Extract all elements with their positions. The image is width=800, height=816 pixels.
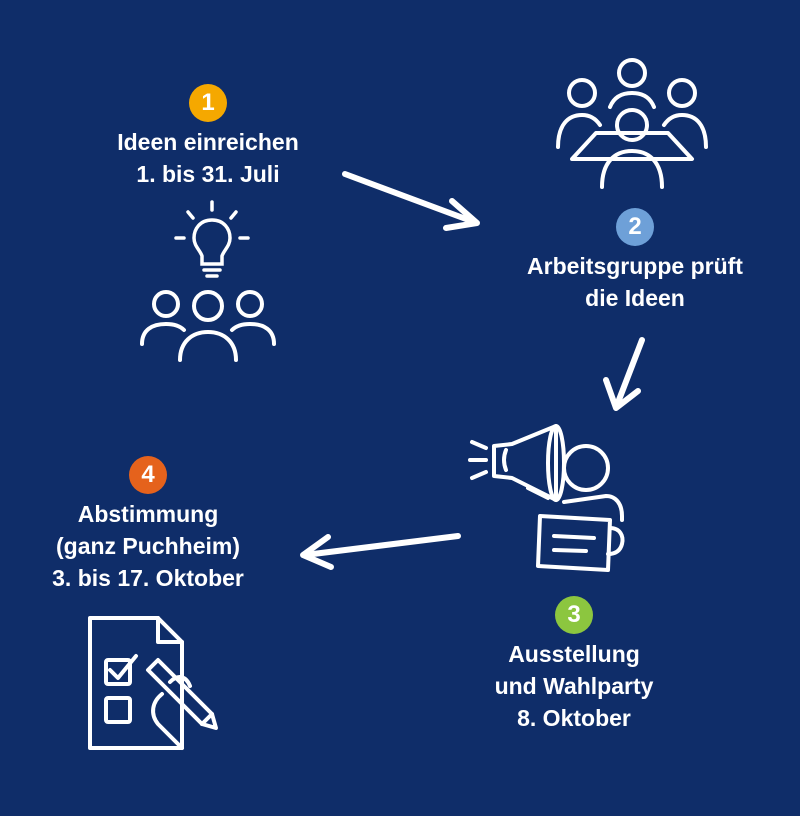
step-3-badge: 3: [555, 596, 593, 634]
step-2: 2 Arbeitsgruppe prüft die Ideen: [490, 208, 780, 314]
step-1-title: Ideen einreichen: [117, 129, 299, 155]
arrow-3-to-4-icon: [300, 533, 461, 570]
step-4-date: 3. bis 17. Oktober: [52, 565, 244, 591]
step-1-badge: 1: [189, 84, 227, 122]
step-2-title: Arbeitsgruppe prüft: [527, 253, 743, 279]
people-group-icon: [140, 290, 276, 362]
ballot-checklist-icon: [88, 616, 218, 750]
step-3-title: Ausstellung: [508, 641, 640, 667]
arrow-2-to-3-icon: [603, 337, 645, 411]
step-4-subtitle: (ganz Puchheim): [55, 533, 240, 559]
step-3-date: 8. Oktober: [517, 705, 631, 731]
lightbulb-icon: [174, 200, 250, 278]
step-1: 1 Ideen einreichen 1. bis 31. Juli: [88, 84, 328, 190]
step-4-badge: 4: [129, 456, 167, 494]
step-2-subtitle: die Ideen: [585, 285, 685, 311]
step-3: 3 Ausstellung und Wahlparty 8. Oktober: [454, 596, 694, 734]
step-4: 4 Abstimmung (ganz Puchheim) 3. bis 17. …: [18, 456, 278, 594]
step-1-date: 1. bis 31. Juli: [136, 161, 280, 187]
step-2-badge: 2: [616, 208, 654, 246]
meeting-table-icon: [556, 58, 708, 189]
step-4-title: Abstimmung: [77, 501, 219, 527]
megaphone-person-icon: [468, 424, 625, 572]
step-3-subtitle: und Wahlparty: [494, 673, 654, 699]
arrow-1-to-2-icon: [342, 171, 480, 231]
